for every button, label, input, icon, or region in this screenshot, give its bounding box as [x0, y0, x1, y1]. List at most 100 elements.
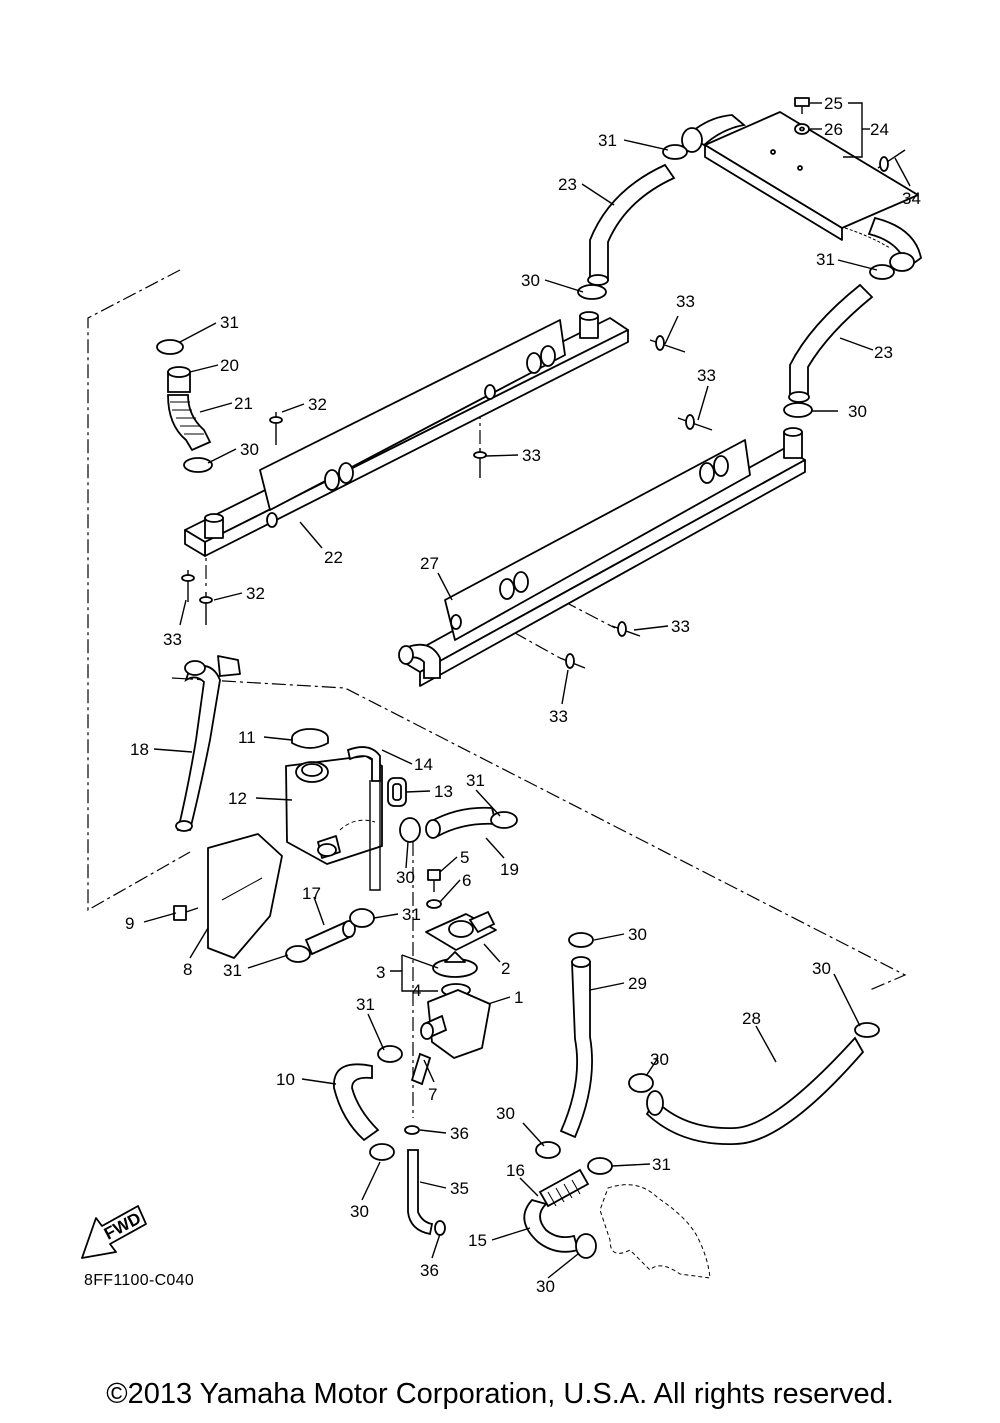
hose-23-right: [788, 283, 874, 403]
washer-6: [426, 899, 442, 909]
callout-33: 33: [671, 617, 690, 636]
callout-35: 35: [450, 1179, 469, 1198]
coolant-tank-12: [285, 755, 383, 891]
callout-33: 33: [697, 366, 716, 385]
callout-4: 4: [412, 981, 421, 1000]
cooling-pipe-22: [184, 311, 629, 557]
callout-28: 28: [742, 1009, 761, 1028]
thermostat-cover-2: [425, 910, 497, 951]
callout-17: 17: [302, 884, 321, 903]
callout-30: 30: [650, 1050, 669, 1069]
callout-22: 22: [324, 548, 343, 567]
callout-27: 27: [420, 554, 439, 573]
hose-20: [167, 366, 191, 393]
callout-31: 31: [466, 771, 485, 790]
callout-23: 23: [558, 175, 577, 194]
fwd-arrow-icon: FWD: [81, 1205, 147, 1259]
fitting-7: [410, 1052, 432, 1086]
clamps-lower: [535, 1141, 613, 1175]
callout-31: 31: [220, 313, 239, 332]
callout-25: 25: [824, 94, 843, 113]
callout-30: 30: [240, 440, 259, 459]
hose-14: [346, 746, 381, 782]
hose-23-upper: [587, 163, 676, 286]
callout-30: 30: [521, 271, 540, 290]
hose-28: [628, 1022, 880, 1145]
callout-30: 30: [536, 1277, 555, 1296]
callout-2: 2: [501, 959, 510, 978]
bolt-9: [173, 905, 199, 921]
hose-21: [167, 394, 212, 452]
callout-33: 33: [676, 292, 695, 311]
callout-10: 10: [276, 1070, 295, 1089]
callout-31: 31: [652, 1155, 671, 1174]
hose-29: [559, 932, 594, 1139]
hose-10: [333, 1045, 403, 1161]
callout-5: 5: [460, 848, 469, 867]
callout-18: 18: [130, 740, 149, 759]
callout-33: 33: [522, 446, 541, 465]
hose-19: [399, 806, 518, 843]
washer-26: [794, 123, 810, 135]
callout-15: 15: [468, 1231, 487, 1250]
hose-17: [285, 908, 375, 963]
diagram-code: 8FF1100-C040: [84, 1272, 195, 1289]
callout-16: 16: [506, 1161, 525, 1180]
callout-36: 36: [420, 1261, 439, 1280]
callout-36: 36: [450, 1124, 469, 1143]
leader-lines: [143, 102, 911, 1279]
pin-34: [877, 149, 906, 172]
callout-31: 31: [223, 961, 242, 980]
callout-33: 33: [163, 630, 182, 649]
callout-32: 32: [246, 584, 265, 603]
cooling-pipe-27: [398, 427, 806, 687]
hose-15: [523, 1198, 597, 1259]
callout-30: 30: [628, 925, 647, 944]
clamps-36: [404, 1125, 446, 1236]
callout-30: 30: [396, 868, 415, 887]
callout-3: 3: [376, 963, 385, 982]
callout-31: 31: [356, 995, 375, 1014]
callout-32: 32: [308, 395, 327, 414]
engine-outlet-outline: [599, 1184, 711, 1279]
bracket-8: [207, 833, 283, 959]
callout-26: 26: [824, 120, 843, 139]
radiator-cap-11: [291, 728, 329, 749]
callout-21: 21: [234, 394, 253, 413]
hose-16: [538, 1168, 590, 1208]
cooler-assembly-24: [681, 111, 922, 272]
pins-32-33: [181, 335, 713, 669]
callout-19: 19: [500, 860, 519, 879]
callout-31: 31: [816, 250, 835, 269]
thermostat-housing-1: [420, 989, 491, 1059]
callout-23: 23: [874, 343, 893, 362]
callout-29: 29: [628, 974, 647, 993]
callout-34: 34: [902, 189, 921, 208]
callout-20: 20: [220, 356, 239, 375]
callout-12: 12: [228, 789, 247, 808]
grommet-13: [387, 777, 407, 807]
copyright-notice: ©2013 Yamaha Motor Corporation, U.S.A. A…: [106, 1378, 894, 1410]
callout-31: 31: [598, 131, 617, 150]
callout-30: 30: [496, 1104, 515, 1123]
callout-6: 6: [462, 871, 471, 890]
pipe-18: [175, 655, 241, 832]
callout-numbers: 25 26 24 31 23 34 31 30 23 33 31 20 21 3…: [125, 94, 921, 1296]
thermostat-3: [432, 951, 478, 978]
callout-7: 7: [428, 1085, 437, 1104]
callout-30: 30: [350, 1202, 369, 1221]
callout-11: 11: [238, 728, 256, 747]
hose-35: [407, 1149, 434, 1236]
callout-13: 13: [434, 782, 453, 801]
callout-24: 24: [870, 120, 889, 139]
clamps-top: [156, 144, 895, 473]
callout-9: 9: [125, 914, 134, 933]
callout-33: 33: [549, 707, 568, 726]
callout-31: 31: [402, 905, 421, 924]
bolt-25: [794, 97, 810, 114]
callout-30: 30: [812, 959, 831, 978]
callout-30: 30: [848, 402, 867, 421]
callout-14: 14: [414, 755, 433, 774]
callout-1: 1: [514, 988, 523, 1007]
